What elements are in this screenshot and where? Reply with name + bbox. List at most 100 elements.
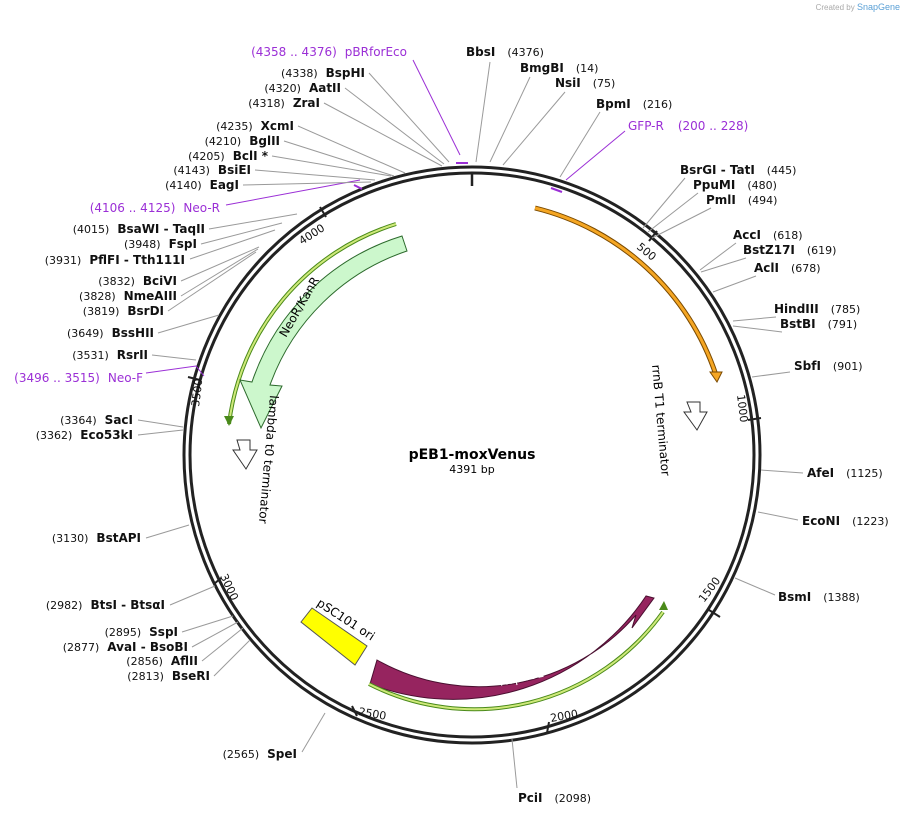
site-leader-line — [169, 585, 216, 606]
primer-neo-r: (4106 .. 4125)Neo-R — [90, 179, 363, 215]
plasmid-name: pEB1-moxVenus — [409, 447, 536, 463]
site-label: (3948)FspI — [124, 237, 197, 251]
site-bcivi: (3832)BciVI — [98, 246, 260, 288]
site-leader-line — [242, 181, 372, 186]
site-leader-line — [271, 155, 392, 177]
site-leader-line — [151, 354, 197, 361]
site-leader-line — [283, 140, 395, 177]
site-leader-line — [732, 316, 777, 322]
site-bstbi: BstBI(791) — [732, 317, 857, 333]
site-leader-line — [699, 242, 737, 271]
site-leader-line — [712, 275, 757, 293]
site-label: NsiI(75) — [555, 76, 615, 90]
site-label: PmlI(494) — [706, 193, 777, 207]
site-leader-line — [208, 213, 298, 230]
site-label: (4015)BsaWI - TaqII — [73, 222, 205, 236]
site-bglii: (4210)BglII — [205, 134, 395, 177]
site-leader-line — [180, 246, 260, 282]
site-bsphi: (4338)BspHI — [281, 66, 450, 163]
site-leader-line — [145, 524, 190, 539]
site-leader-line — [489, 76, 531, 163]
site-leader-line — [734, 577, 776, 596]
site-xcmi: (4235)XcmI — [216, 119, 406, 174]
site-nsii: NsiI(75) — [502, 76, 615, 166]
site-leader-line — [642, 177, 686, 229]
site-label: BstBI(791) — [780, 317, 857, 331]
site-leader-line — [301, 712, 326, 753]
site-label: AccI(618) — [733, 228, 803, 242]
site-label: BstZ17I(619) — [743, 243, 836, 257]
site-label: HindIII(785) — [774, 302, 860, 316]
site-eagi: (4140)EagI — [165, 178, 372, 192]
tick-label-2000: 2000 — [546, 707, 579, 734]
site-leader-line — [700, 257, 747, 273]
site-label: PpuMI(480) — [693, 178, 777, 192]
site-hindiii: HindIII(785) — [732, 302, 860, 322]
site-label: (3828)NmeAIII — [79, 289, 177, 303]
site-label: BsrGI - TatI(445) — [680, 163, 796, 177]
site-label: SbfI(901) — [794, 359, 863, 373]
tick-label-2500: 2500 — [351, 705, 387, 723]
site-aflii: (2856)AflII — [126, 627, 244, 668]
feature-psc101-ori: pSC101 ori — [300, 596, 377, 666]
primer-gfp-r: GFP-R(200 .. 228) — [550, 119, 748, 193]
site-label: (3362)Eco53kI — [36, 428, 133, 442]
site-label: (2877)AvaI - BsoBI — [63, 640, 188, 654]
svg-text:(3496 .. 3515)Neo-F: (3496 .. 3515)Neo-F — [14, 371, 143, 385]
tick-label-3000: 3000 — [213, 572, 241, 603]
site-bbsi: BbsI(4376) — [466, 45, 544, 163]
site-leader-line — [751, 371, 791, 378]
svg-text:GFP-R(200 .. 228): GFP-R(200 .. 228) — [628, 119, 748, 133]
site-label: (4318)ZraI — [248, 96, 320, 110]
site-econi: EcoNI(1223) — [757, 511, 889, 528]
svg-text:(4106 .. 4125)Neo-R: (4106 .. 4125)Neo-R — [90, 201, 220, 215]
snapgene-logo: SnapGene — [856, 2, 900, 12]
site-label: (3819)BsrDI — [83, 304, 164, 318]
site-bsmi: BsmI(1388) — [734, 577, 860, 604]
site-eco53ki: (3362)Eco53kI — [36, 428, 184, 442]
site-leader-line — [647, 192, 699, 233]
site-label: (4235)XcmI — [216, 119, 294, 133]
site-label: BsmI(1388) — [778, 590, 860, 604]
svg-text:(4358 .. 4376)pBRforEco: (4358 .. 4376)pBRforEco — [251, 45, 407, 59]
site-leader-line — [559, 111, 601, 178]
site-zrai: (4318)ZraI — [248, 96, 443, 167]
site-leader-line — [191, 621, 239, 648]
site-label: (2895)SspI — [105, 625, 178, 639]
site-label: BmgBI(14) — [520, 61, 598, 75]
site-label: (4320)AatII — [264, 81, 341, 95]
site-leader-line — [732, 325, 783, 333]
site-fspi: (3948)FspI — [124, 222, 283, 251]
site-leader-line — [502, 91, 566, 166]
site-label: (3649)BssHII — [67, 326, 154, 340]
svg-text:2000: 2000 — [549, 707, 579, 725]
site-bcli: (4205)BclI * — [188, 149, 392, 177]
plasmid-length: 4391 bp — [449, 463, 494, 476]
site-sbfi: SbfI(901) — [751, 359, 863, 378]
site-leader-line — [254, 169, 376, 181]
site-bsshii: (3649)BssHII — [67, 314, 220, 340]
tick-label-3500: 3500 — [187, 376, 205, 407]
site-rsrii: (3531)RsrII — [72, 348, 197, 362]
site-label: (4338)BspHI — [281, 66, 365, 80]
site-leader-line — [201, 627, 244, 662]
site-label: (3130)BstAPI — [52, 531, 141, 545]
tick-label-4000: 4000 — [297, 206, 327, 248]
site-leader-line — [200, 222, 283, 245]
site-leader-line — [368, 72, 450, 163]
site-bstapi: (3130)BstAPI — [52, 524, 190, 545]
site-leader-line — [213, 639, 251, 677]
tick-label-1000: 1000 — [734, 394, 762, 423]
site-acli: AclI(678) — [712, 261, 821, 293]
site-bstz17i: BstZ17I(619) — [700, 243, 836, 273]
site-label: (2982)BtsI - BtsαI — [46, 598, 165, 612]
svg-text:rrnB T1 terminator: rrnB T1 terminator — [649, 364, 673, 477]
site-leader-line — [157, 314, 220, 334]
site-label: EcoNI(1223) — [802, 514, 889, 528]
site-leader-line — [180, 248, 259, 297]
site-spei: (2565)SpeI — [223, 712, 326, 761]
site-pflfi: (3931)PflFI - Tth111I — [45, 229, 276, 267]
primer-pbrforeco: (4358 .. 4376)pBRforEco — [251, 45, 468, 164]
site-leader-line — [167, 251, 257, 312]
